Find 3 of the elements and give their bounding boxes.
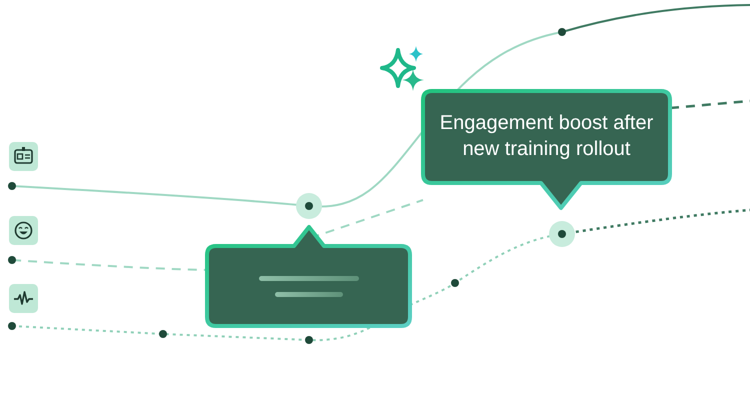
callout-text: Engagement boost after new training rollout [438, 111, 654, 162]
callout-bubble [423, 91, 670, 210]
callout-bubble [207, 225, 410, 326]
